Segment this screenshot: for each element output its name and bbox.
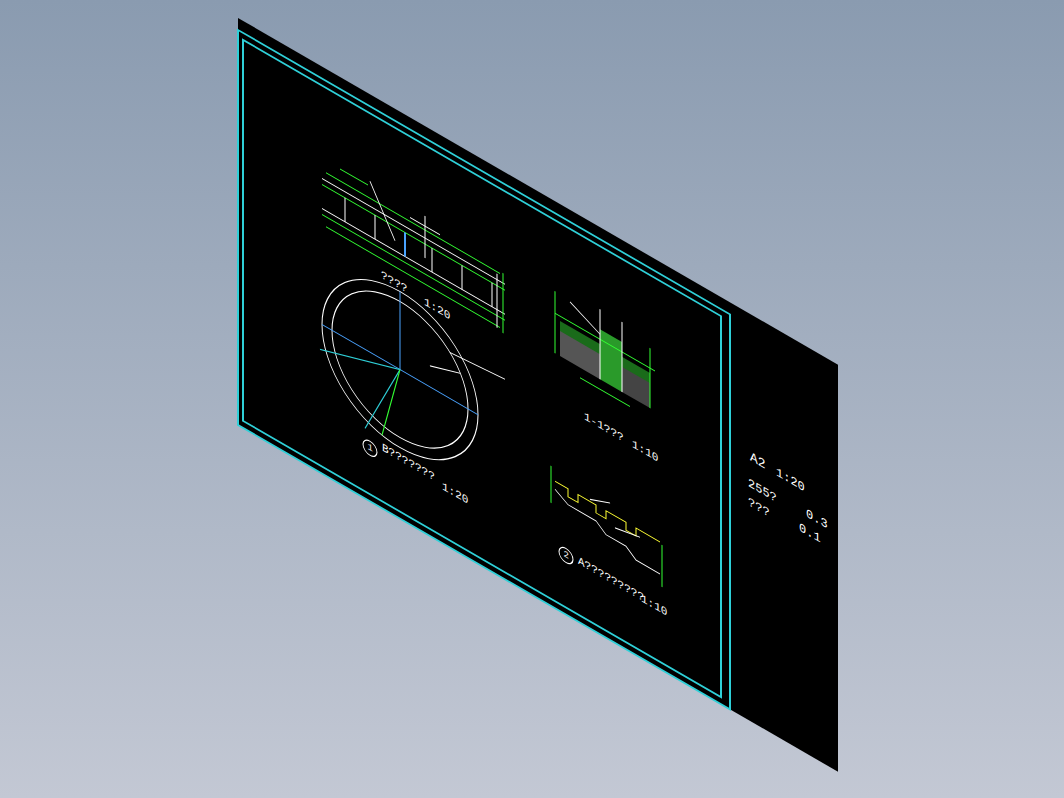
callout-number: 2 (564, 550, 569, 562)
drawing-label: A????????? (578, 555, 644, 604)
elevation-section (322, 154, 505, 335)
drawing-label: 1:20 (442, 480, 468, 506)
section-1-1 (555, 283, 655, 421)
drawing-label: A2 (750, 449, 766, 471)
drawing-label: 1:20 (776, 466, 805, 495)
drawing-label: 1-1??? (584, 410, 624, 444)
sheet-ground (238, 18, 838, 772)
outer-frame (238, 30, 730, 709)
drawing-label: 1:20 (424, 296, 450, 322)
plan-ring (320, 245, 505, 533)
callout-number: 1 (368, 442, 373, 454)
drawing-label: 1:10 (632, 438, 658, 464)
drawing-label: ???? (381, 269, 407, 295)
drawing-label: 1:10 (641, 592, 667, 618)
drawing-label: B??????? (382, 442, 435, 484)
inner-frame (243, 40, 721, 697)
